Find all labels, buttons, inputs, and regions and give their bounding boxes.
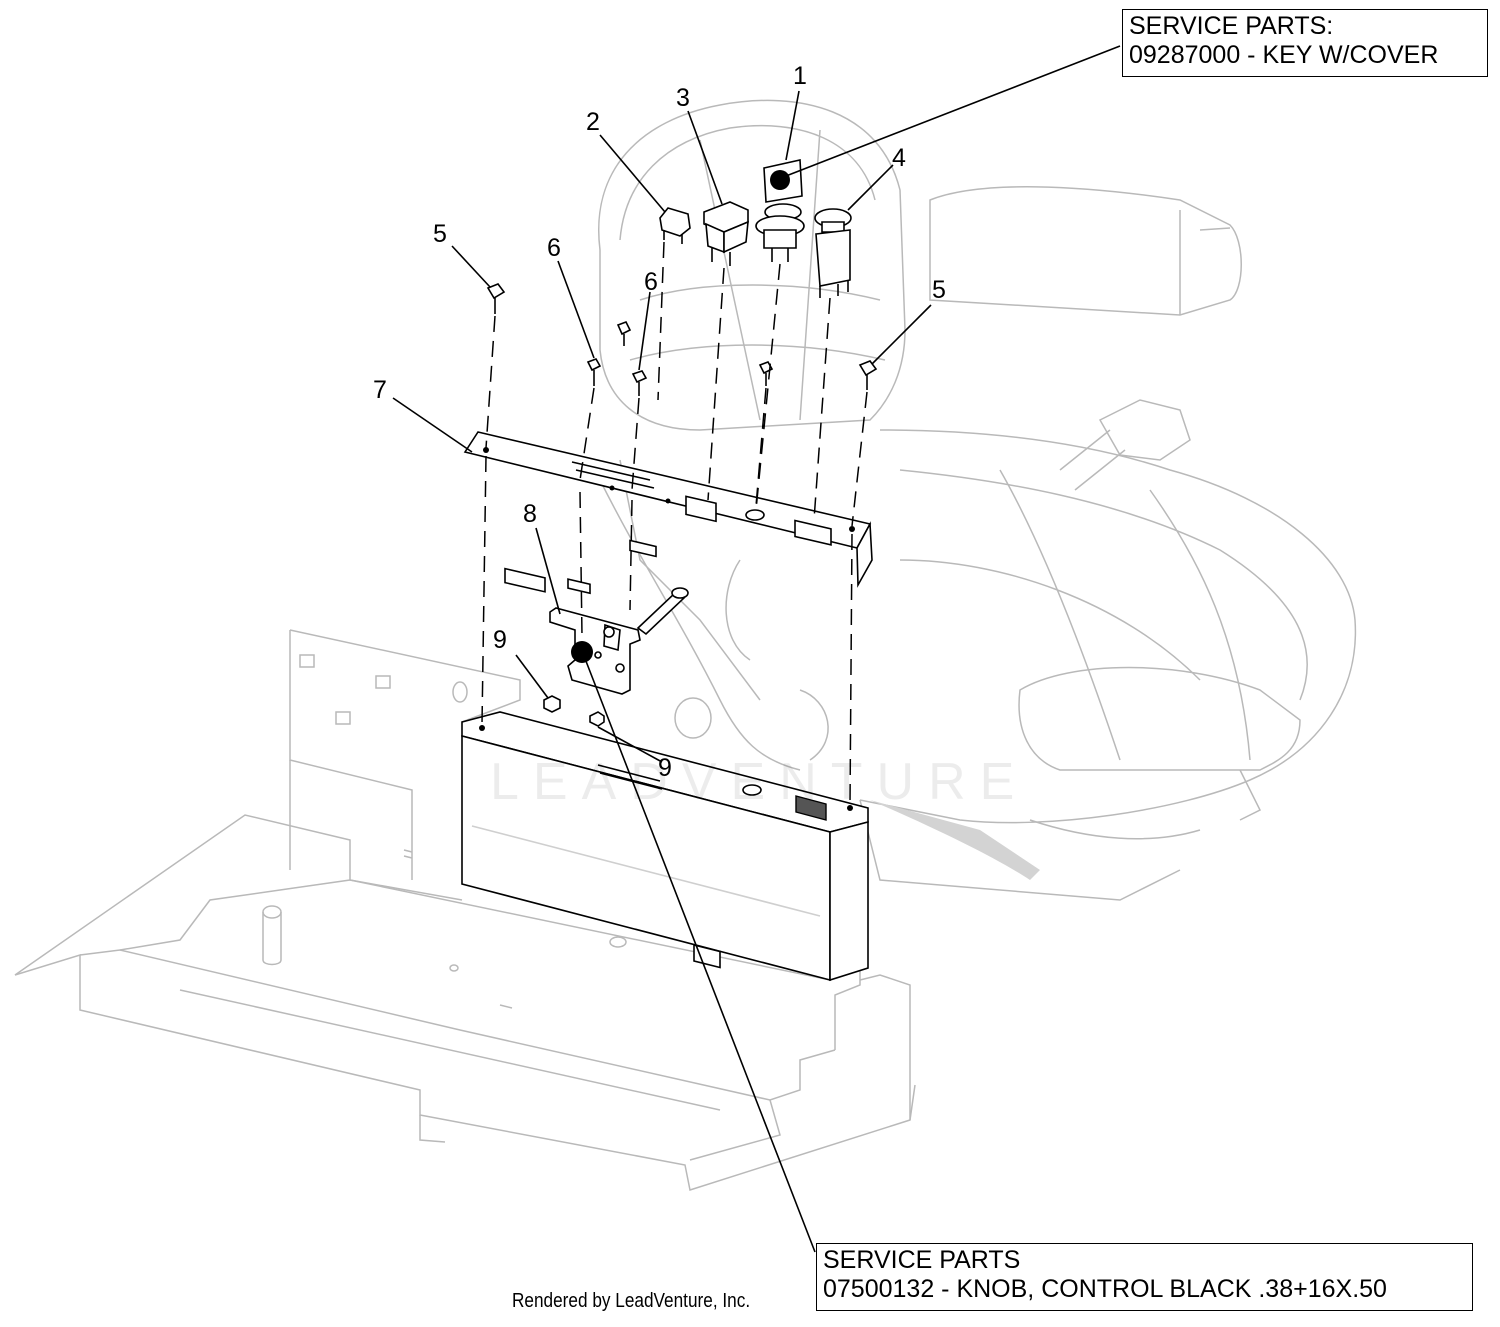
callout-4: 4 — [892, 144, 906, 172]
screw-6 — [586, 320, 774, 396]
rocker-switch-3 — [703, 201, 749, 266]
deck-outline — [14, 629, 916, 1191]
callout-1: 1 — [793, 62, 807, 90]
callout-9-left: 9 — [493, 626, 507, 654]
callout-numbers: 1 2 3 4 5 5 6 6 7 8 9 9 — [373, 62, 946, 782]
service-parts-knob-title: SERVICE PARTS — [823, 1246, 1021, 1274]
callout-5-left: 5 — [433, 220, 447, 248]
watermark: LEADVENTURE — [490, 753, 1029, 811]
callout-6-upper: 6 — [547, 234, 561, 262]
panel-bracket-7 — [463, 431, 873, 595]
switch-2 — [659, 207, 691, 244]
assembly-lines — [481, 241, 868, 805]
control-box — [461, 711, 1040, 982]
service-parts-knob-box: SERVICE PARTS 07500132 - KNOB, CONTROL B… — [816, 1243, 1473, 1311]
callout-7: 7 — [373, 376, 387, 404]
push-button-4 — [814, 208, 852, 298]
callout-8: 8 — [523, 500, 537, 528]
seat-outline — [598, 99, 1357, 901]
callout-5-right: 5 — [932, 276, 946, 304]
leader-lines — [392, 45, 1121, 1253]
callout-6-lower: 6 — [644, 268, 658, 296]
screw-5-left — [486, 283, 506, 314]
screw-5-right — [858, 360, 878, 390]
callout-9-right: 9 — [658, 754, 672, 782]
nut-9 — [543, 695, 605, 727]
service-parts-key-item: 09287000 - KEY W/COVER — [1129, 41, 1439, 69]
key-switch-1 — [755, 159, 805, 262]
service-parts-key-title: SERVICE PARTS: — [1129, 12, 1334, 40]
callout-3: 3 — [676, 84, 690, 112]
control-lever-8 — [549, 587, 689, 695]
callout-2: 2 — [586, 108, 600, 136]
service-parts-knob-item: 07500132 - KNOB, CONTROL BLACK .38+16X.5… — [823, 1275, 1387, 1303]
service-parts-key-box: SERVICE PARTS: 09287000 - KEY W/COVER — [1122, 9, 1488, 77]
render-credit: Rendered by LeadVenture, Inc. — [512, 1290, 751, 1312]
